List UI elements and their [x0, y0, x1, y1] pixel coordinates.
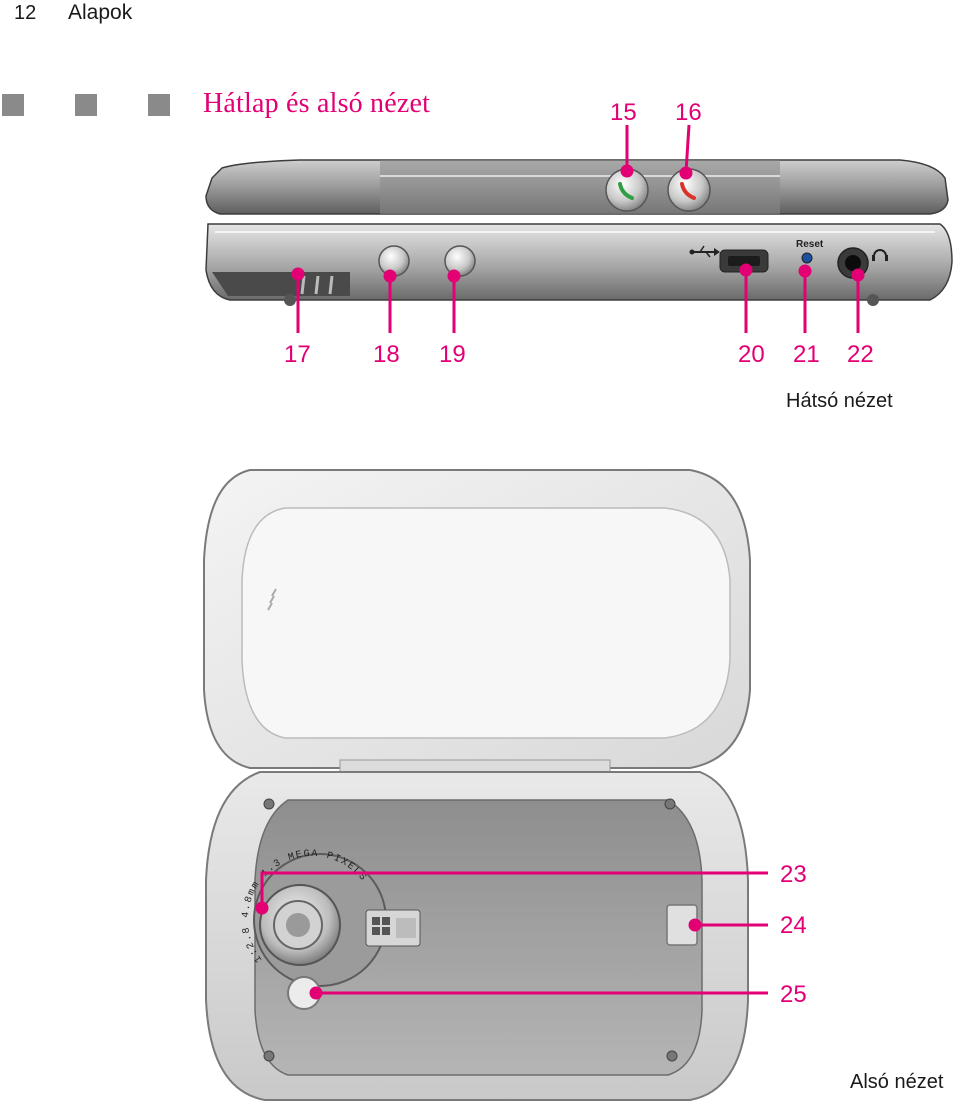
bottom-view-device: 1:2.8 4.8mm 1.3 MEGA PIXELS	[203, 469, 751, 1101]
headphone-icon	[873, 249, 887, 257]
callout-23: 23	[780, 861, 807, 888]
page-number: 12	[14, 2, 37, 24]
rear-callout-lines	[291, 124, 865, 333]
callout-24: 24	[780, 912, 807, 939]
callout-18: 18	[373, 341, 400, 368]
section-title: Hátlap és alsó nézet	[203, 88, 431, 119]
callout-22: 22	[847, 341, 874, 368]
callout-15: 15	[610, 99, 637, 126]
section-marker-square	[148, 94, 170, 116]
reset-hole	[801, 252, 813, 264]
speaker-grille	[212, 272, 350, 296]
rear-view-caption: Hátsó nézet	[786, 390, 893, 412]
section-marker-square	[2, 94, 24, 116]
reset-label: Reset	[796, 239, 824, 250]
windows-mobile-logo	[365, 909, 421, 947]
usb-icon	[689, 245, 720, 258]
bottom-view-caption: Alsó nézet	[850, 1071, 944, 1093]
callout-21: 21	[793, 341, 820, 368]
callout-17: 17	[284, 341, 311, 368]
section-marker-square	[75, 94, 97, 116]
rear-view-device: Reset	[205, 159, 953, 306]
chapter-title: Alapok	[68, 1, 133, 24]
callout-19: 19	[439, 341, 466, 368]
callout-25: 25	[780, 981, 807, 1008]
bottom-callout-lines	[255, 871, 768, 1000]
callout-16: 16	[675, 99, 702, 126]
callout-20: 20	[738, 341, 765, 368]
